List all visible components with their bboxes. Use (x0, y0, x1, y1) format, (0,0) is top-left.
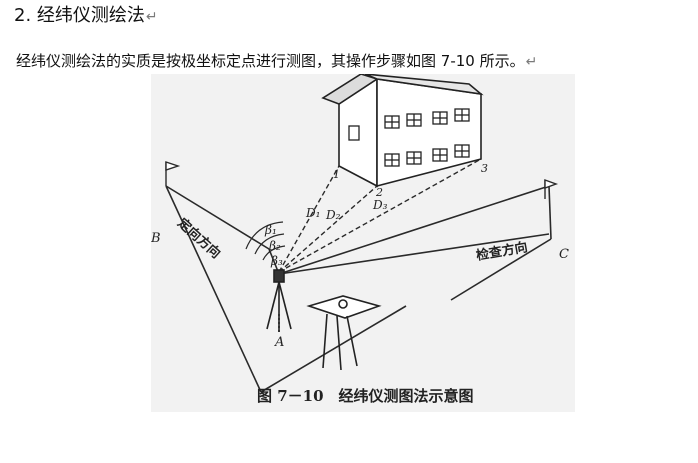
body-paragraph: 经纬仪测绘法的实质是按极坐标定点进行测图，其操作步骤如图 7-10 所示。↵ (16, 50, 537, 73)
line-b-to-base (165, 185, 262, 393)
label-d1: D₁ (305, 206, 320, 220)
label-beta3: β₃ (270, 254, 283, 268)
label-beta2: β₂ (268, 239, 281, 253)
label-beta1: β₁ (264, 223, 277, 237)
figure-caption: 图 7－10 经纬仪测图法示意图 (257, 387, 474, 405)
ground-lines (165, 185, 552, 393)
label-c: C (559, 247, 569, 262)
section-heading-text: 2. 经纬仪测绘法 (14, 5, 145, 26)
figure-illustration: A B C β₁ β₂ β₃ D₁ D₂ D₃ 1 2 3 定向方向 检查方向 … (151, 74, 575, 412)
label-b: B (151, 231, 161, 246)
flag-left-icon (165, 161, 181, 186)
return-mark-icon: ↵ (525, 54, 538, 70)
line-table-to-c (450, 238, 552, 301)
label-a: A (274, 335, 284, 350)
label-point-3: 3 (481, 162, 488, 175)
ray-1 (278, 165, 340, 273)
plane-table-icon (306, 295, 382, 371)
line-base-to-table (260, 305, 407, 393)
label-d3: D₃ (372, 198, 388, 212)
label-point-1: 1 (333, 168, 340, 181)
line-check-direction (278, 233, 550, 275)
label-d2: D₂ (325, 208, 341, 222)
flag-right-icon (544, 179, 559, 199)
angle-arcs (245, 221, 286, 261)
ray-2 (278, 185, 378, 273)
building-icon (321, 74, 484, 188)
line-c-edge (548, 185, 552, 240)
line-orient-ray (278, 185, 550, 275)
sight-rays (278, 158, 482, 273)
body-paragraph-text: 经纬仪测绘法的实质是按极坐标定点进行测图，其操作步骤如图 7-10 所示。 (16, 52, 525, 70)
figure-7-10: A B C β₁ β₂ β₃ D₁ D₂ D₃ 1 2 3 定向方向 检查方向 … (151, 74, 575, 412)
label-point-2: 2 (375, 186, 383, 199)
return-mark-icon: ↵ (145, 9, 158, 25)
theodolite-icon (266, 269, 292, 332)
ray-3 (278, 158, 482, 273)
section-heading: 2. 经纬仪测绘法↵ (14, 4, 158, 29)
